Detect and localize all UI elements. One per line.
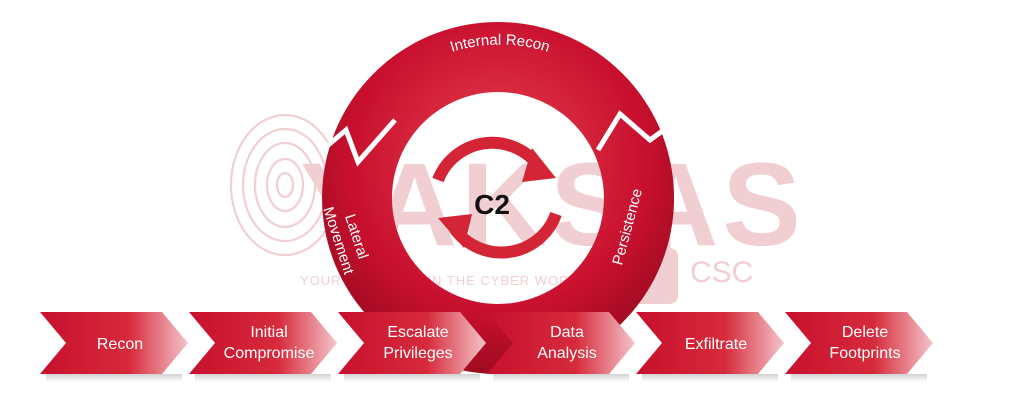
step-label-line2: Footprints — [829, 345, 900, 362]
step-shadow — [195, 374, 331, 382]
cycle-ring — [322, 22, 675, 375]
step-chevron — [40, 312, 188, 374]
step-recon: Recon — [40, 312, 188, 382]
step-label-line1: Data — [550, 324, 584, 341]
cycle-arrows-icon — [432, 136, 562, 259]
c2-label: C2 — [474, 189, 510, 220]
step-label-line1: Recon — [97, 336, 143, 353]
step-shadow — [46, 374, 182, 382]
ring-separator-right — [595, 110, 682, 152]
step-label-line2: Compromise — [224, 345, 315, 362]
step-chevron — [636, 312, 784, 374]
step-chevron — [189, 312, 337, 374]
step-label-line1: Exfiltrate — [685, 336, 747, 353]
step-label-line1: Initial — [250, 324, 287, 341]
step-shadow — [642, 374, 778, 382]
kill-chain-steps: ReconInitialCompromiseEscalatePrivileges… — [40, 312, 933, 382]
step-label-line2: Analysis — [537, 345, 597, 362]
step-shadow — [344, 374, 480, 382]
step-label-line1: Delete — [842, 324, 888, 341]
step-shadow — [791, 374, 927, 382]
step-label-line1: Escalate — [387, 324, 448, 341]
watermark-suffix: CSC — [690, 256, 753, 289]
c2-cycle: Internal Recon Persistence Lateral Movem… — [318, 22, 682, 375]
step-chevron — [487, 312, 635, 374]
ring-separator-left — [318, 118, 397, 167]
step-chevron — [338, 312, 486, 374]
step-exfiltrate: Exfiltrate — [636, 312, 784, 382]
step-label-line2: Privileges — [383, 345, 452, 362]
step-chevron — [785, 312, 933, 374]
step-shadow — [493, 374, 629, 382]
